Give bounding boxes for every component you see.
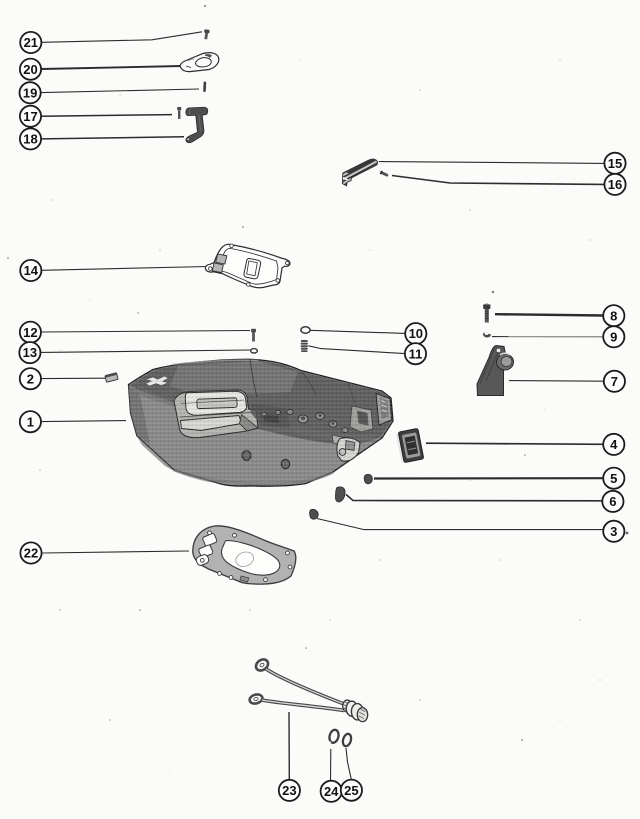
svg-text:8: 8 <box>610 308 617 323</box>
svg-text:3: 3 <box>610 524 617 539</box>
svg-text:10: 10 <box>409 326 423 341</box>
svg-text:16: 16 <box>608 177 622 192</box>
svg-text:13: 13 <box>23 345 37 360</box>
svg-text:4: 4 <box>610 437 618 452</box>
svg-text:12: 12 <box>23 325 37 340</box>
svg-text:25: 25 <box>344 783 358 798</box>
svg-text:11: 11 <box>409 346 423 361</box>
svg-text:22: 22 <box>24 546 38 561</box>
svg-text:21: 21 <box>24 35 38 50</box>
svg-text:5: 5 <box>610 471 617 486</box>
svg-text:23: 23 <box>282 783 296 798</box>
svg-text:17: 17 <box>23 109 37 124</box>
svg-text:6: 6 <box>609 494 616 509</box>
svg-text:24: 24 <box>324 784 339 799</box>
svg-text:20: 20 <box>23 62 37 77</box>
svg-text:15: 15 <box>608 156 622 171</box>
svg-text:18: 18 <box>23 132 37 147</box>
svg-text:2: 2 <box>27 371 34 386</box>
svg-text:1: 1 <box>27 414 34 429</box>
svg-text:9: 9 <box>610 329 617 344</box>
svg-text:7: 7 <box>611 374 618 389</box>
svg-text:19: 19 <box>23 85 37 100</box>
svg-text:14: 14 <box>24 263 39 278</box>
